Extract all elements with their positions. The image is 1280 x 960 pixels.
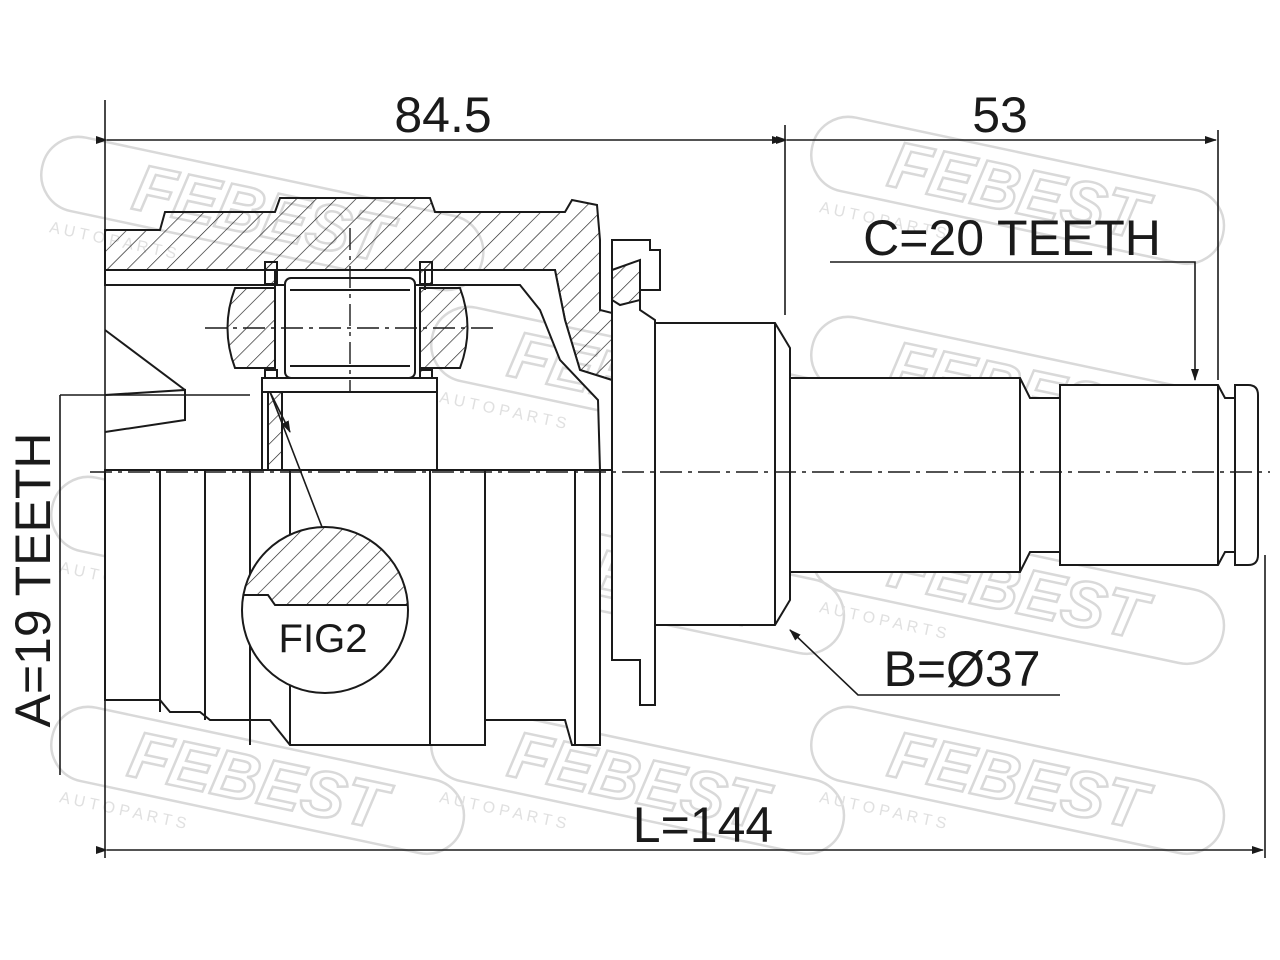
dim-label-53: 53 (972, 87, 1028, 143)
label-b-diameter: B=Ø37 (883, 641, 1040, 697)
dimensions (59, 100, 1266, 858)
inner-cone (104, 388, 186, 433)
shaft (789, 377, 1259, 573)
label-c-teeth: C=20 TEETH (863, 210, 1161, 266)
dim-label-total: L=144 (633, 797, 773, 853)
label-a-teeth: A=19 TEETH (5, 432, 61, 727)
shaft-shoulder (654, 322, 791, 626)
leader-b-diameter (789, 629, 1060, 696)
center-lines (90, 228, 1270, 473)
watermark-10: FEBEST A U T O P A R T S (810, 705, 1226, 856)
leader-c-teeth (830, 261, 1199, 381)
dim-label-84-5: 84.5 (394, 87, 491, 143)
fig2-detail: FIG2 (241, 391, 409, 694)
tripod-stem (261, 391, 438, 473)
fig2-label: FIG2 (279, 617, 368, 661)
